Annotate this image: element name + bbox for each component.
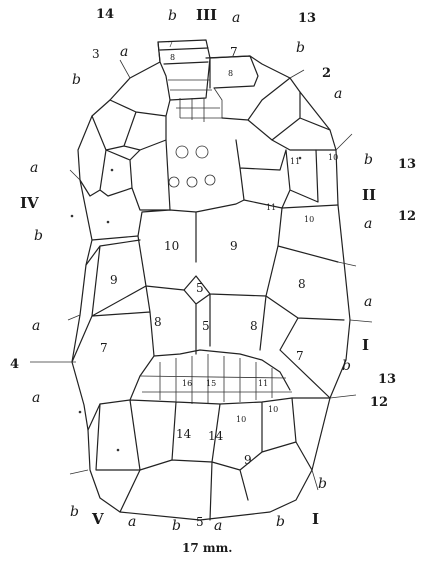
diagram-label: a bbox=[364, 216, 372, 232]
side-letters: b a a b a b a b a b a a b a b b a b a b bbox=[30, 8, 373, 534]
num-12-lower: 12 bbox=[370, 395, 388, 410]
diagram-label: 10 bbox=[304, 215, 314, 224]
diagram-label: a bbox=[120, 44, 128, 60]
num-13-lower: 13 bbox=[378, 372, 396, 387]
diagram-label: 14 bbox=[208, 429, 224, 443]
roman-IV: IV bbox=[20, 194, 39, 212]
diagram-label: 11 bbox=[266, 203, 276, 212]
num-13-right: 13 bbox=[398, 157, 416, 172]
diagram-label: b bbox=[364, 152, 373, 168]
nuclei bbox=[71, 146, 302, 451]
diagram-label: 11 bbox=[258, 379, 268, 388]
diagram-label: 9 bbox=[110, 273, 118, 287]
diagram-label: 16 bbox=[182, 379, 192, 388]
diagram-label: 7 bbox=[230, 45, 238, 59]
diagram-label: 11 bbox=[290, 157, 300, 166]
diagram-label: 14 bbox=[176, 427, 192, 441]
diagram-label: 15 bbox=[206, 379, 216, 388]
num-3: 3 bbox=[92, 47, 100, 61]
diagram-label: 10 bbox=[236, 415, 246, 424]
num-14-top: 14 bbox=[96, 7, 114, 22]
diagram-label: 8 bbox=[170, 53, 175, 62]
roman-V: V bbox=[91, 510, 104, 528]
scale-caption: 17 mm. bbox=[182, 541, 232, 555]
diagram-label: a bbox=[334, 86, 342, 102]
num-12-right: 12 bbox=[398, 209, 416, 224]
num-5-bottom: 5 bbox=[196, 515, 204, 529]
diagram-label: 9 bbox=[230, 239, 238, 253]
num-2: 2 bbox=[322, 66, 331, 81]
diagram-label: 8 bbox=[228, 69, 233, 78]
diagram-label: 7 bbox=[168, 40, 173, 49]
diagram-label: b bbox=[276, 514, 285, 530]
diagram-label: 5 bbox=[196, 281, 204, 295]
diagram-label: b bbox=[172, 518, 181, 534]
roman-III: III bbox=[196, 6, 217, 24]
diagram-label: 8 bbox=[250, 319, 258, 333]
diagram-label: a bbox=[214, 518, 222, 534]
diagram-label: 10 bbox=[268, 405, 278, 414]
diagram-label: 8 bbox=[154, 315, 162, 329]
diagram-label: b bbox=[342, 358, 351, 374]
diagram-label: 7 bbox=[296, 349, 304, 363]
diagram-label: b bbox=[70, 504, 79, 520]
diagram-label: a bbox=[232, 10, 240, 26]
num-4: 4 bbox=[10, 357, 19, 372]
roman-I-bottom: I bbox=[312, 510, 319, 528]
diagram-label: 8 bbox=[298, 277, 306, 291]
diagram-label: a bbox=[32, 390, 40, 406]
roman-II: II bbox=[362, 186, 376, 204]
diagram-label: 9 bbox=[244, 453, 252, 467]
cell-numbers: 7 8 7 8 11 10 11 10 10 9 9 8 5 5 8 8 7 7… bbox=[100, 40, 338, 467]
diagram-label: a bbox=[128, 514, 136, 530]
diagram-label: a bbox=[30, 160, 38, 176]
diagram-label: 7 bbox=[100, 341, 108, 355]
num-13-top: 13 bbox=[298, 11, 316, 26]
radial-marks bbox=[30, 60, 372, 490]
diagram-label: a bbox=[364, 294, 372, 310]
diagram-label: b bbox=[34, 228, 43, 244]
diagram-label: b bbox=[72, 72, 81, 88]
diagram-label: b bbox=[296, 40, 305, 56]
diagram-label: 10 bbox=[164, 239, 179, 253]
diagram-label: a bbox=[32, 318, 40, 334]
diagram-label: b bbox=[168, 8, 177, 24]
diagram-label: 10 bbox=[328, 153, 338, 162]
roman-I-right: I bbox=[362, 336, 369, 354]
diagram-label: b bbox=[318, 476, 327, 492]
diagram-label: 5 bbox=[202, 319, 210, 333]
